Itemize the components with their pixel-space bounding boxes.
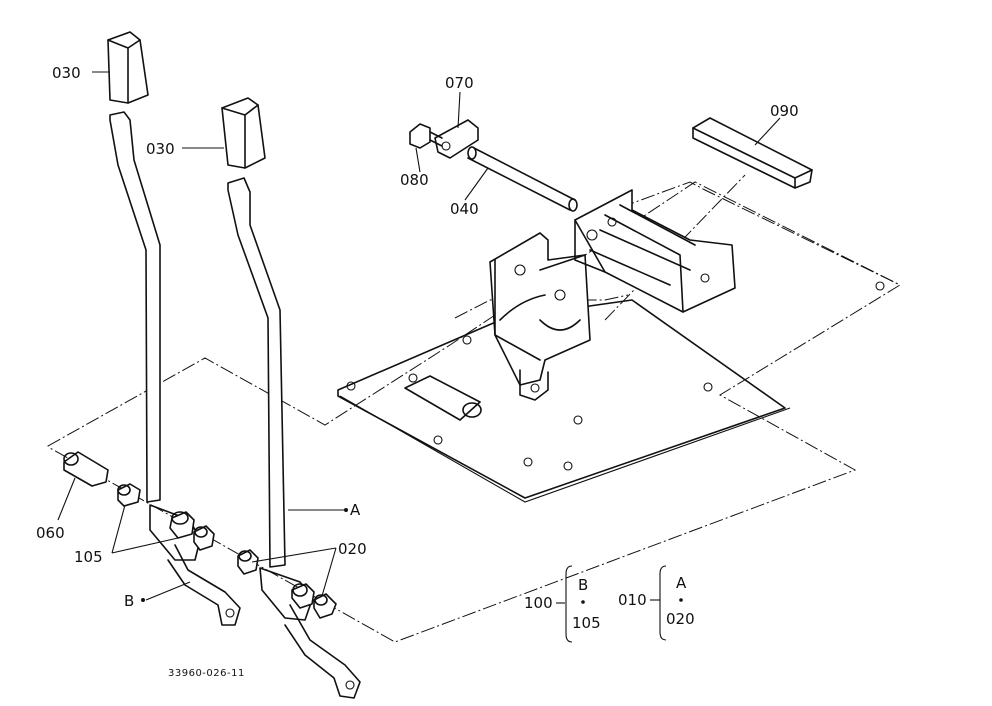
bush-105-c bbox=[193, 525, 215, 551]
pivot-bracket bbox=[489, 232, 591, 401]
label-030-left: 030 bbox=[52, 64, 81, 82]
legend-group-a: 010 A 020 bbox=[618, 565, 695, 641]
label-070: 070 bbox=[445, 74, 474, 92]
drawing-number: 33960-026-11 bbox=[168, 668, 245, 679]
label-030-right: 030 bbox=[146, 140, 175, 158]
shaft-040 bbox=[467, 146, 578, 212]
label-040: 040 bbox=[450, 200, 479, 218]
legend-a-letter: A bbox=[676, 574, 687, 592]
mounting-plate bbox=[337, 281, 885, 503]
bush-020-c bbox=[313, 593, 337, 619]
legend-a-part: 020 bbox=[666, 610, 695, 628]
legend-b-number: 100 bbox=[524, 594, 553, 612]
label-020: 020 bbox=[338, 540, 367, 558]
legend-group-b: 100 B 105 bbox=[524, 565, 601, 643]
leader-lines bbox=[57, 71, 781, 601]
base-plate-outline bbox=[47, 181, 902, 643]
label-a-dot bbox=[344, 508, 348, 512]
lever-b bbox=[109, 111, 241, 626]
lever-box bbox=[574, 189, 736, 313]
knob-right-030 bbox=[221, 97, 266, 169]
bracket-070 bbox=[434, 119, 479, 159]
label-060: 060 bbox=[36, 524, 65, 542]
bush-105-b bbox=[169, 511, 195, 539]
label-080: 080 bbox=[400, 171, 429, 189]
bolt-080 bbox=[409, 123, 443, 149]
bush-020-b bbox=[291, 583, 315, 609]
label-090: 090 bbox=[770, 102, 799, 120]
legend-a-number: 010 bbox=[618, 591, 647, 609]
pad-090 bbox=[692, 117, 813, 189]
label-a: A bbox=[350, 501, 361, 519]
bush-020-a bbox=[237, 549, 259, 575]
label-b-dot bbox=[141, 598, 145, 602]
knob-left-030 bbox=[107, 31, 149, 104]
legend-b-part: 105 bbox=[572, 614, 601, 632]
bush-060 bbox=[63, 451, 109, 487]
lever-a bbox=[227, 177, 361, 699]
legend-b-letter: B bbox=[578, 576, 588, 594]
bush-105-a bbox=[117, 483, 141, 507]
label-105: 105 bbox=[74, 548, 103, 566]
label-b: B bbox=[124, 592, 134, 610]
